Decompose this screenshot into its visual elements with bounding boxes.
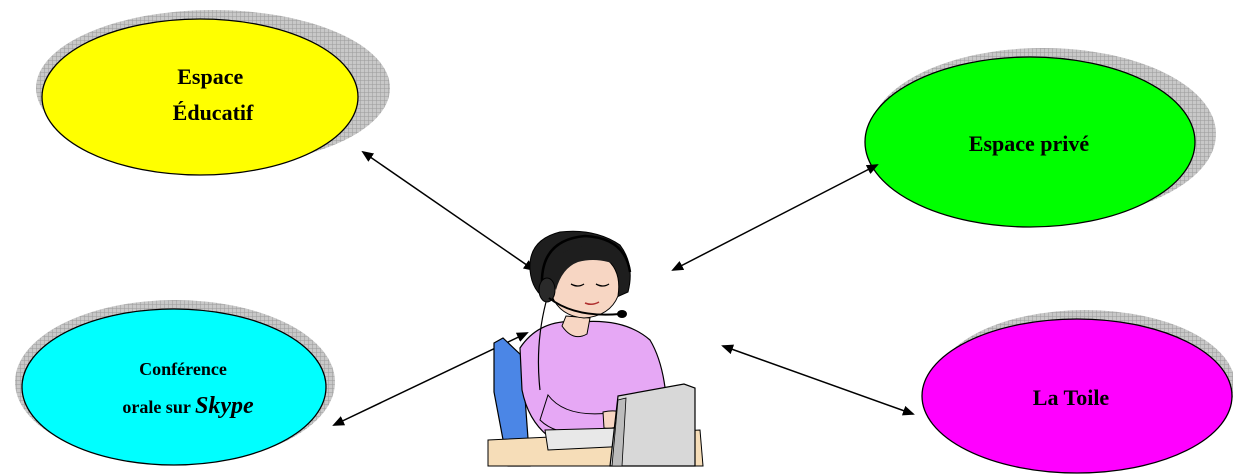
node-label-line: Conférence xyxy=(139,359,227,379)
person-with-headset-at-computer-icon xyxy=(488,231,703,466)
svg-text:La Toile: La Toile xyxy=(1033,385,1110,410)
svg-text:orale sur Skype: orale sur Skype xyxy=(122,393,254,419)
node-label-line: Espace privé xyxy=(969,131,1090,156)
node-label-line: La Toile xyxy=(1033,385,1110,410)
node-la-toile: La Toile xyxy=(922,310,1233,473)
skype-emphasis: Skype xyxy=(195,393,254,419)
node-label-line: Espace xyxy=(177,64,243,89)
node-label-line-prefix: orale sur xyxy=(122,397,195,417)
node-ellipse xyxy=(22,309,326,465)
node-conference-skype: Conférence orale sur Skype xyxy=(15,300,335,465)
arrow-prive-person xyxy=(673,165,877,270)
node-espace-prive: Espace privé xyxy=(865,48,1216,227)
node-label-line: Éducatif xyxy=(173,100,254,125)
arrow-educatif-person xyxy=(363,152,534,270)
node-ellipse xyxy=(42,19,358,175)
node-espace-educatif: Espace Éducatif xyxy=(36,10,390,175)
arrow-toile-person xyxy=(723,346,913,414)
svg-text:Espace privé: Espace privé xyxy=(969,131,1090,156)
svg-text:Conférence: Conférence xyxy=(139,359,227,379)
